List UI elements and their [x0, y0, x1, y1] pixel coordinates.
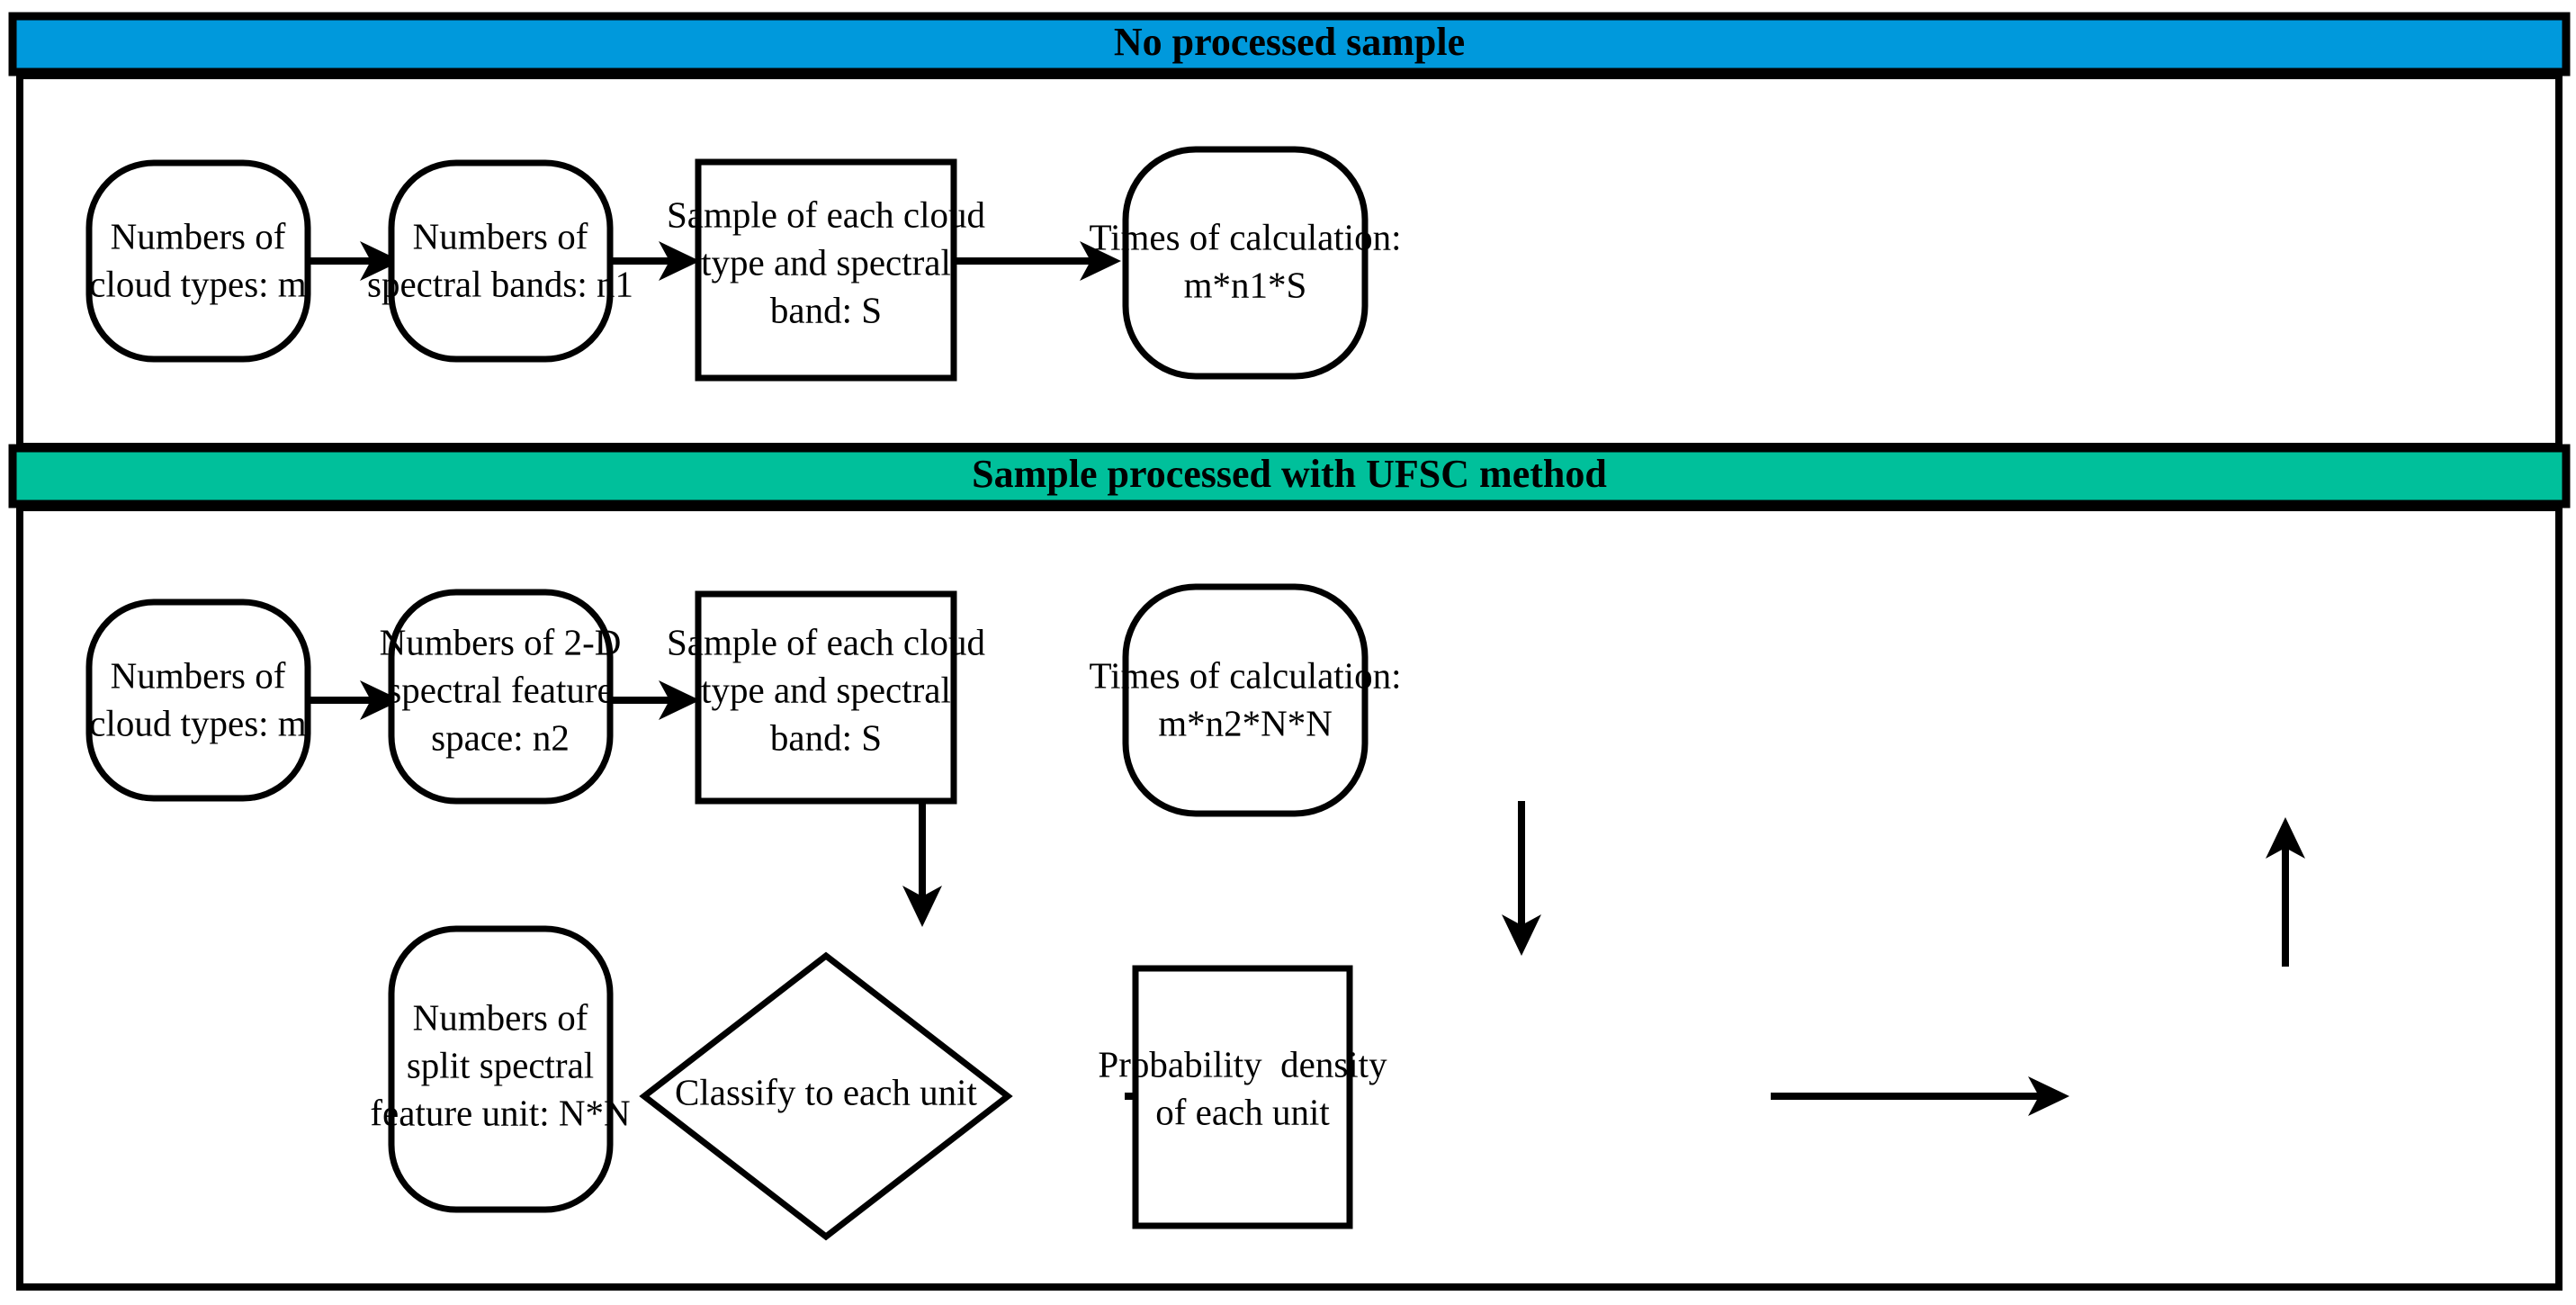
node-n2-feature-space-line1: Numbers of 2-D [380, 621, 622, 662]
edge-sample-to-times [954, 241, 1121, 281]
node-n2-probability-line2: of each unit [1155, 1091, 1330, 1132]
node-n2-probability-density[interactable]: Probability density of each unit [1098, 965, 1387, 1229]
node-n2-probability-shape [1132, 965, 1353, 1229]
banner-no-processed-sample-label: No processed sample [1114, 20, 1465, 64]
node-n2-split-units[interactable]: Numbers of split spectral feature unit: … [370, 925, 631, 1213]
node-n2-cloud-types[interactable]: Numbers of cloud types: m [85, 598, 311, 802]
arrowhead-icon [659, 241, 700, 281]
node-n1-spectral-bands-line1: Numbers of [413, 215, 588, 256]
node-n2-sample-line3: band: S [770, 716, 882, 758]
arrowhead-icon [360, 680, 401, 720]
node-n1-times-of-calculation[interactable]: Times of calculation: m*n1*S [1090, 146, 1402, 380]
arrowhead-icon [1502, 914, 1541, 956]
node-n2-split-units-line3: feature unit: N*N [370, 1092, 630, 1133]
node-n2-feature-space-line3: space: n2 [431, 716, 570, 758]
node-n2-sample-line2: type and spectral [701, 669, 951, 710]
node-n2-probability-line1: Probability density [1098, 1043, 1387, 1084]
node-n2-classify[interactable]: Classify to each unit [639, 951, 1013, 1241]
banner-sample-processed-ufsc: Sample processed with UFSC method [8, 444, 2571, 508]
arrowhead-icon [902, 886, 942, 927]
arrowhead-icon [2028, 1076, 2069, 1116]
node-n2-sample[interactable]: Sample of each cloud type and spectral b… [667, 590, 985, 805]
section-no-processed-sample: No processed sample Numbers of clo [8, 12, 2571, 450]
node-n2-classify-label: Classify to each unit [675, 1071, 978, 1112]
node-n1-sample-line3: band: S [770, 289, 882, 330]
edge-n2-classify-to-probability [1771, 1076, 2069, 1116]
node-n2-times-line2: m*n2*N*N [1158, 702, 1333, 743]
node-n1-cloud-types-shape [85, 159, 311, 363]
node-n2-sample-shape [695, 590, 957, 805]
node-n2-split-units-line2: split spectral [407, 1044, 594, 1085]
node-n2-times-of-calculation[interactable]: Times of calculation: m*n2*N*N [1090, 583, 1402, 817]
edge-cloudtypes-to-spectral [308, 241, 401, 281]
node-n1-times-line2: m*n1*S [1184, 264, 1307, 305]
node-n1-cloud-types[interactable]: Numbers of cloud types: m [85, 159, 311, 363]
node-n2-times-shape [1122, 583, 1369, 817]
arrowhead-icon [659, 680, 700, 720]
node-n1-cloud-types-line1: Numbers of [111, 215, 286, 256]
edge-n2-featurespace-to-splitunits [902, 801, 942, 927]
node-n1-spectral-bands-shape [388, 159, 614, 363]
node-n1-spectral-bands[interactable]: Numbers of spectral bands: n1 [367, 159, 633, 363]
edge-n2-sample-to-classify [1502, 801, 1541, 956]
node-n1-times-line1: Times of calculation: [1090, 216, 1402, 257]
edge-n2-featurespace-to-sample [608, 680, 700, 720]
edge-spectral-to-sample [608, 241, 700, 281]
node-n2-classify-shape [639, 951, 1013, 1241]
edge-n2-probability-to-times [2266, 817, 2305, 967]
node-n2-sample-line1: Sample of each cloud [667, 621, 985, 662]
node-n1-sample-line2: type and spectral [701, 241, 951, 283]
node-n2-cloud-types-line2: cloud types: m [89, 702, 307, 743]
node-n2-cloud-types-shape [85, 598, 311, 802]
node-n1-sample-shape [695, 158, 957, 382]
arrowhead-icon [360, 241, 401, 281]
node-n2-times-line1: Times of calculation: [1090, 654, 1402, 696]
arrowhead-icon [1080, 241, 1121, 281]
edge-n2-cloudtypes-to-featurespace [308, 680, 401, 720]
banner-sample-processed-ufsc-label: Sample processed with UFSC method [972, 452, 1607, 496]
banner-no-processed-sample: No processed sample [8, 12, 2571, 76]
node-n2-split-units-shape [388, 925, 614, 1213]
section-sample-processed-ufsc: Sample processed with UFSC method [8, 444, 2571, 1291]
node-n2-feature-space-line2: spectral feature [387, 669, 614, 710]
node-n2-split-units-line1: Numbers of [413, 996, 588, 1038]
node-n1-spectral-bands-line2: spectral bands: n1 [367, 263, 633, 304]
node-n1-times-shape [1122, 146, 1369, 380]
arrowhead-icon [2266, 817, 2305, 859]
node-n1-sample[interactable]: Sample of each cloud type and spectral b… [667, 158, 985, 382]
node-n1-sample-line1: Sample of each cloud [667, 194, 985, 235]
node-n1-cloud-types-line2: cloud types: m [89, 263, 307, 304]
node-n2-feature-space[interactable]: Numbers of 2-D spectral feature space: n… [380, 589, 622, 805]
node-n2-cloud-types-line1: Numbers of [111, 654, 286, 696]
node-n2-feature-space-shape [388, 589, 614, 805]
